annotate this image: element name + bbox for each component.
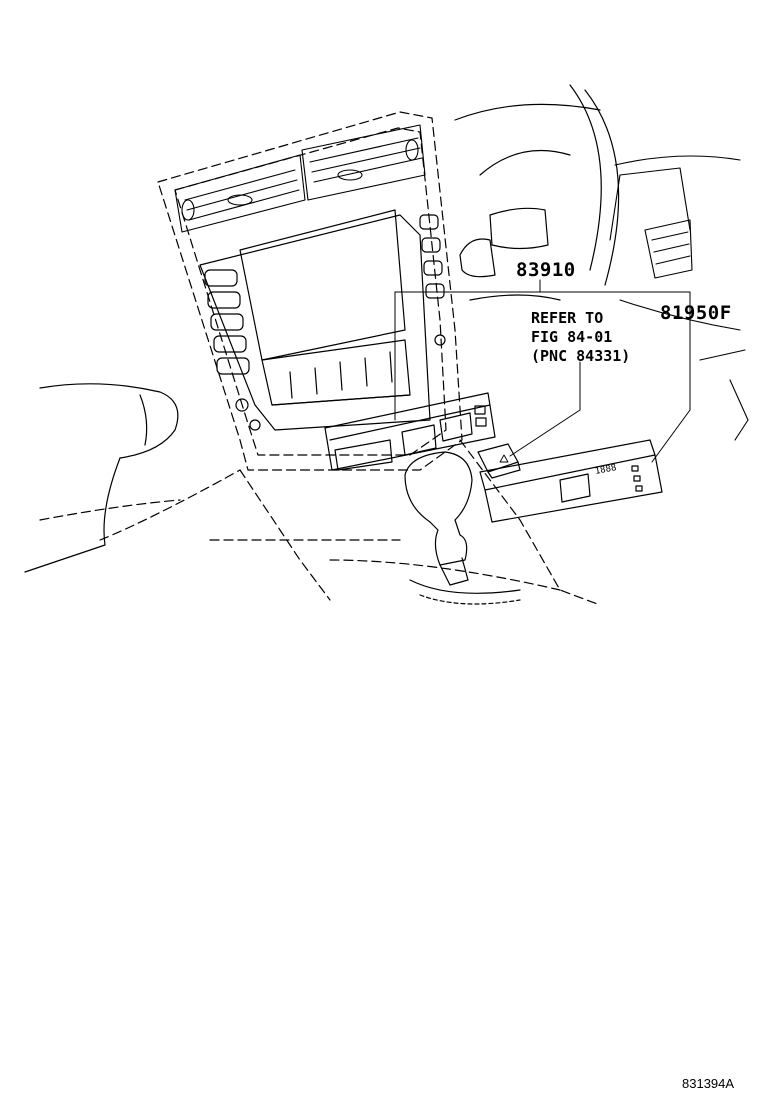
console-bezel-outline [39,111,601,606]
air-vent-center [301,124,426,201]
instrument-cluster [609,155,749,441]
reference-note-line2: FIG 84-01 [531,328,613,346]
steering-wheel [454,84,620,301]
part-label-83910: 83910 [516,259,576,281]
air-vent-left [174,154,306,233]
hazard-switch [477,443,521,479]
gear-shifter [404,451,521,605]
clock-panel-83910 [324,392,496,471]
clock-display-81950F [479,439,663,523]
seat-outline [24,383,179,573]
nav-screen [199,209,446,431]
reference-note-line3: (PNC 84331) [531,347,631,365]
callout-leaders [394,279,691,463]
reference-note-line1: REFER TO [531,309,604,327]
figure-id: 831394A [682,1076,735,1091]
part-label-81950F: 81950F [660,302,732,324]
